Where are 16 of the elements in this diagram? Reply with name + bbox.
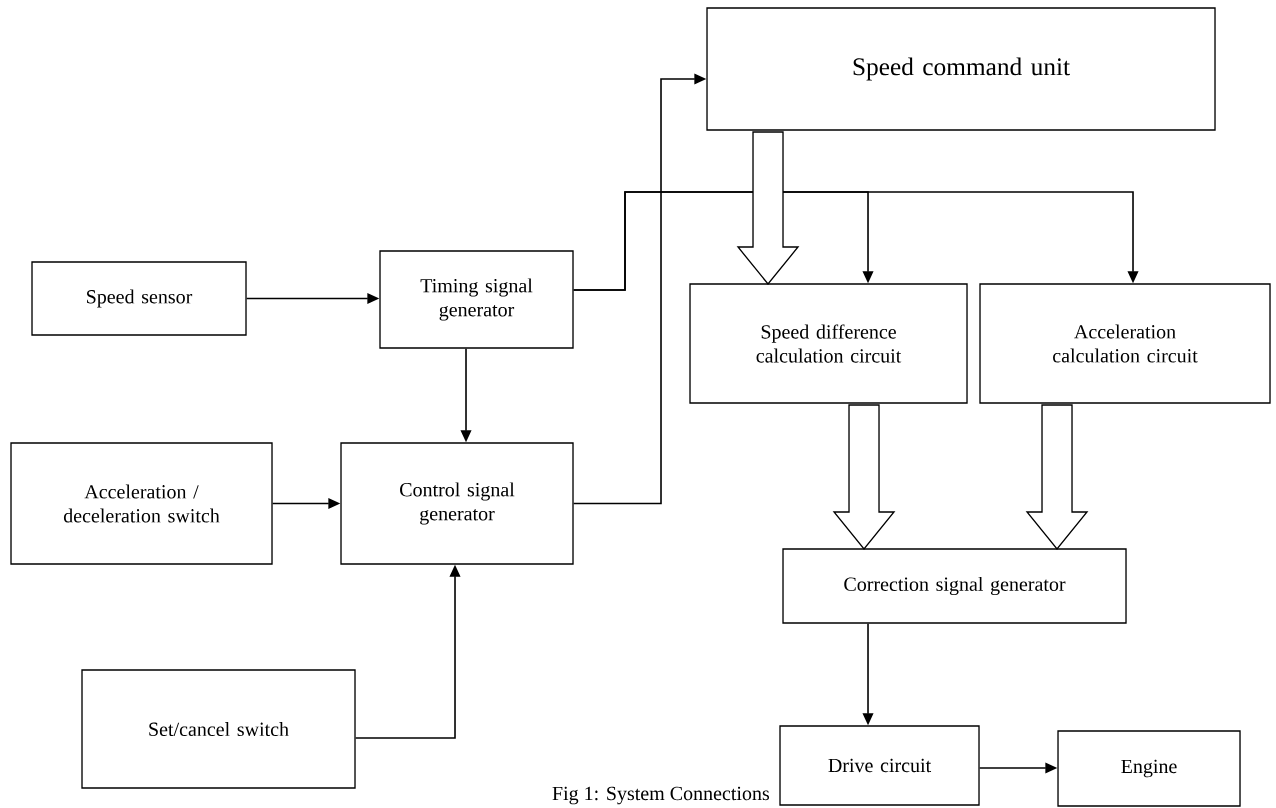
block-box: Drive circuit [779,725,980,806]
block-box: Set/cancel switch [81,669,356,789]
block-arrow [736,131,800,286]
arrow [572,191,1139,291]
block-box: Acceleration calculation circuit [979,283,1271,404]
caption: Fig 1: System Connections [552,786,769,805]
block-box: Correction signal generator [782,548,1127,624]
block-box: Control signal generator [340,442,574,565]
block-arrow [1025,404,1089,551]
block-box: Speed difference calculation circuit [689,283,968,404]
block-box: Timing signal generator [379,250,574,349]
block-arrow [832,404,896,551]
block-box: Speed command unit [706,7,1216,131]
block-box: Engine [1057,730,1241,807]
block-box: Speed sensor [31,261,247,336]
block-box: Acceleration / deceleration switch [10,442,273,565]
